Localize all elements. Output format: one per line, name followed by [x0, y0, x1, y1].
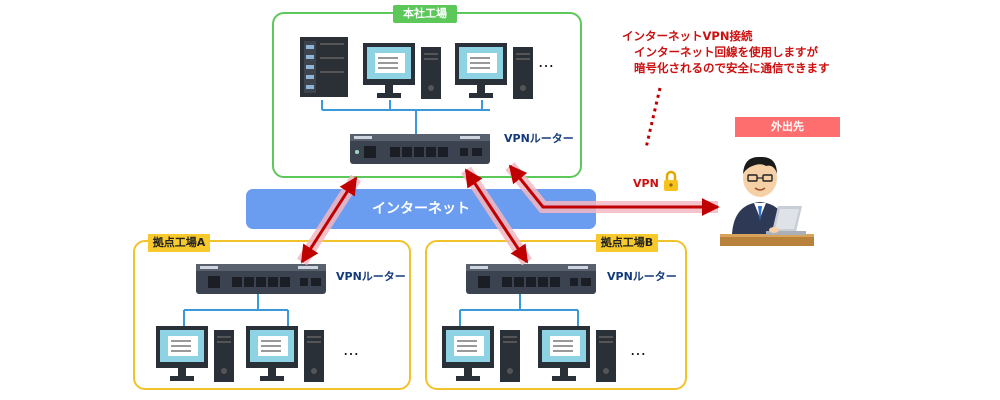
hq-router-label: VPNルーター [504, 132, 574, 145]
router-icon [196, 264, 326, 294]
annotation-line-1: インターネットVPN接続 [622, 29, 753, 43]
router-icon [350, 134, 490, 164]
branch-a-lan-lines [183, 294, 289, 326]
more-devices-ellipsis: … [343, 340, 361, 359]
vpn-label: VPN [633, 177, 659, 190]
lock-icon [664, 170, 678, 191]
more-devices-ellipsis: … [538, 52, 556, 71]
server-icon [300, 37, 348, 97]
router-icon [466, 264, 596, 294]
more-devices-ellipsis: … [630, 340, 648, 359]
branch-a-label: 拠点工場A [148, 234, 210, 252]
vpn-tunnel-hq-branch-b [460, 166, 533, 266]
branch-b-label: 拠点工場B [596, 234, 658, 252]
branch-a-box [133, 240, 411, 390]
hq-lan-lines [321, 100, 490, 134]
desktop-pc-icon [442, 326, 520, 382]
branch-b-box [425, 240, 687, 390]
desktop-pc-icon [363, 43, 441, 99]
desktop-pc-icon [156, 326, 234, 382]
annotation-line-2: インターネット回線を使用しますが [634, 45, 818, 59]
annotation-line-3: 暗号化されるので安全に通信できます [634, 61, 830, 75]
person-laptop-icon [720, 156, 814, 246]
remote-location-label: 外出先 [735, 117, 840, 137]
branch-b-lan-lines [459, 294, 579, 326]
desktop-pc-icon [246, 326, 324, 382]
hq-factory-label: 本社工場 [393, 5, 457, 23]
branch-b-router-label: VPNルーター [607, 270, 677, 283]
desktop-pc-icon [538, 326, 616, 382]
annotation-pointer [644, 87, 662, 149]
vpn-annotation: インターネットVPN接続 インターネット回線を使用しますが 暗号化されるので安全… [612, 28, 872, 76]
branch-a-router-label: VPNルーター [336, 270, 406, 283]
desktop-pc-icon [455, 43, 533, 99]
vpn-tunnel-hq-remote [505, 162, 720, 216]
vpn-tunnel-hq-branch-a [296, 174, 362, 266]
